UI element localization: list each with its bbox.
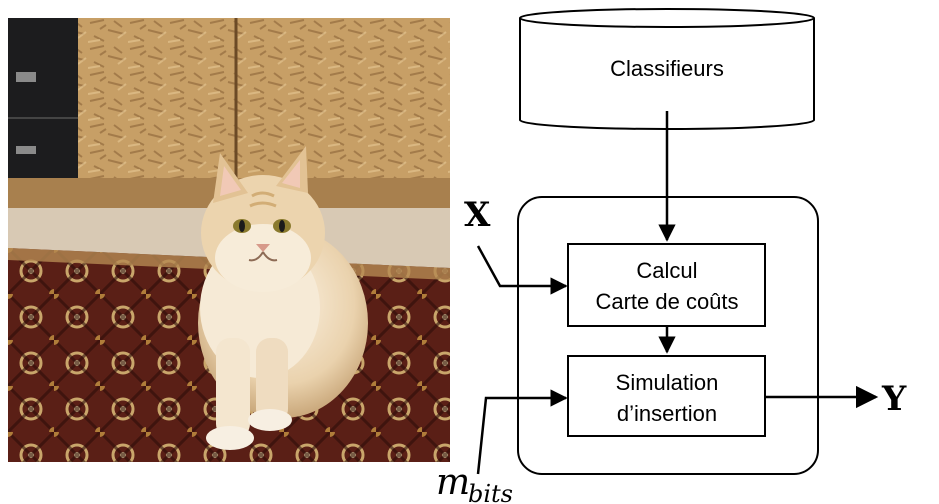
message-bits-base: m — [436, 462, 470, 503]
cost-map-line1: Calcul — [636, 258, 697, 283]
message-bits-sub: bits — [468, 480, 513, 504]
cost-map-block: Calcul Carte de coûts — [567, 243, 766, 327]
cat-photo — [8, 18, 450, 462]
cat-photo-icon — [8, 18, 450, 462]
classifiers-label: Classifieurs — [610, 56, 724, 81]
input-x-label: X — [464, 195, 491, 235]
input-x-arrow — [476, 245, 568, 295]
simulation-block: Simulation d’insertion — [567, 355, 766, 437]
classifiers-database: Classifieurs — [519, 8, 815, 130]
message-bits-arrow — [476, 389, 568, 475]
message-bits-label: m bits — [436, 462, 513, 504]
simulation-line2: d’insertion — [617, 401, 717, 426]
cost-map-line2: Carte de coûts — [595, 289, 738, 314]
simulation-line1: Simulation — [616, 370, 719, 395]
output-y-label: Y — [881, 379, 907, 419]
